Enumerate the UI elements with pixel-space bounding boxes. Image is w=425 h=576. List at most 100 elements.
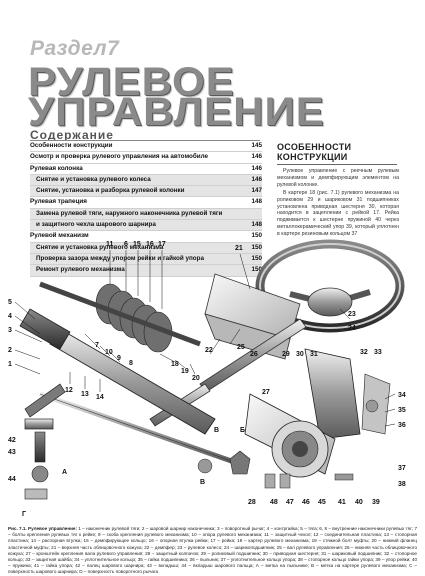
toc-item: и защитного чехла шарового шарнира 148: [30, 220, 262, 232]
callout-label: 43: [8, 449, 16, 456]
callout-label: 28: [248, 499, 256, 506]
callout-label: 15: [133, 241, 141, 248]
callout-label: Б: [240, 427, 245, 434]
callout-label: 42: [8, 437, 16, 444]
callout-label: 22: [205, 347, 213, 354]
toc-item: Осмотр и проверка рулевого управления на…: [30, 152, 262, 164]
toc-item-title: Снятие и установка рулевого колеса: [36, 175, 151, 183]
toc-item-title: Ремонт рулевого механизма: [36, 266, 125, 274]
callout-label: 8: [129, 360, 133, 367]
callout-label: 9: [117, 355, 121, 362]
callout-label: 1: [8, 361, 12, 368]
body-paragraph: В картере 18 (рис. 7.1) рулевого механиз…: [277, 189, 399, 238]
callout-label: В: [214, 427, 219, 434]
callout-label: 44: [8, 476, 16, 483]
callout-label: 18: [171, 361, 179, 368]
callout-label: 2: [8, 347, 12, 354]
toc-item-page: 150: [250, 265, 262, 276]
steering-system-illustration: 11 6 15 16 17 21 5 4 3 2 1 18 19 20 7 10…: [8, 239, 406, 518]
toc-item-title: Рулевая колонка: [30, 164, 83, 172]
contents-divider: [30, 140, 260, 141]
callout-label: А: [62, 469, 67, 476]
callout-label: 31: [310, 351, 318, 358]
callout-label: Г: [22, 511, 26, 518]
callout-label: 21: [235, 245, 243, 252]
small-parts: [197, 450, 354, 489]
toc-item: Снятие и установка рулевого колеса 146: [30, 174, 262, 187]
callout-label: 13: [81, 391, 89, 398]
column-shroud: [204, 273, 301, 360]
callout-label: 10: [105, 349, 113, 356]
toc-item-title: и защитного чехла шарового шарнира: [36, 221, 156, 229]
callout-label: 46: [302, 499, 310, 506]
section-heading-line2: КОНСТРУКЦИИ: [277, 152, 348, 162]
callout-label: 39: [372, 499, 380, 506]
toc-item: Снятие, установка и разборка рулевой кол…: [30, 186, 262, 198]
callout-label: 29: [282, 351, 290, 358]
toc-item-title: Рулевая трапеция: [30, 198, 87, 206]
toc-item: Снятие и установка рулевого механизма 150: [30, 242, 262, 254]
toc-item-title: Снятие, установка и разборка рулевой кол…: [36, 187, 185, 195]
callout-label: 32: [360, 349, 368, 356]
toc-item-title: Особенности конструкции: [30, 142, 113, 149]
steering-wheel: [255, 239, 405, 333]
callout-label: 3: [8, 327, 12, 334]
callout-label: 45: [318, 499, 326, 506]
callout-label: 30: [296, 351, 304, 358]
toc-item: Замена рулевой тяги, наружного наконечни…: [30, 208, 262, 221]
callout-label: 47: [286, 499, 294, 506]
callout-label: В: [200, 479, 205, 486]
callout-label: 38: [398, 481, 406, 488]
rack-housing: [19, 281, 216, 435]
section-label: Раздел7: [30, 37, 120, 60]
callout-label: 48: [270, 499, 278, 506]
toc-item-page: 148: [250, 197, 262, 208]
section-heading: ОСОБЕННОСТИ КОНСТРУКЦИИ: [277, 142, 351, 162]
pinion-housing: [244, 348, 391, 478]
toc-item: Рулевой механизм 150: [30, 231, 262, 243]
callout-label: 17: [158, 241, 166, 248]
section-heading-line1: ОСОБЕННОСТИ: [277, 142, 352, 152]
toc-item-page: 146: [250, 163, 262, 174]
chapter-title-line2: УПРАВЛЕНИЕ: [28, 90, 325, 134]
callout-label: 14: [96, 394, 104, 401]
toc-item-page: 150: [250, 242, 262, 253]
callout-label: 7: [95, 342, 99, 349]
toc-item-title: Замена рулевой тяги, наружного наконечни…: [36, 209, 223, 217]
toc-item-title: Осмотр и проверка рулевого управления на…: [30, 153, 209, 161]
callout-label: 34: [398, 392, 406, 399]
callout-label: 35: [398, 407, 406, 414]
toc-item: Рулевая трапеция 148: [30, 197, 262, 209]
caption-text: 1 – наконечник рулевой тяги; 2 – шаровой…: [8, 526, 418, 575]
toc-item-title: Рулевой механизм: [30, 232, 89, 240]
callout-label: 5: [8, 299, 12, 306]
callout-label: 20: [192, 375, 200, 382]
callout-labels: 11 6 15 16 17 21 5 4 3 2 1 18 19 20 7 10…: [8, 241, 406, 518]
contents-heading: Содержание: [30, 128, 114, 142]
callout-label: 19: [181, 368, 189, 375]
tie-rod-end: [24, 418, 54, 500]
toc-item-page: 150: [250, 231, 262, 242]
callout-label: 6: [124, 241, 128, 248]
callout-label: 23: [348, 311, 356, 318]
callout-label: 40: [355, 499, 363, 506]
section-body: Рулевое управление с реечным рулевым мех…: [277, 168, 399, 239]
chapter-title-line1: РУЛЕВОЕ: [28, 60, 235, 104]
toc-item-page: 148: [250, 220, 262, 231]
callout-label: 27: [262, 389, 270, 396]
body-paragraph: Рулевое управление с реечным рулевым мех…: [277, 168, 399, 188]
toc-item-title: Проверка зазора между упором рейки и гай…: [36, 254, 204, 262]
section-divider: [277, 164, 397, 165]
toc-item-page: 146: [250, 174, 262, 186]
toc-item: Проверка зазора между упором рейки и гай…: [30, 253, 262, 266]
callout-label: 25: [237, 344, 245, 351]
callout-label: 12: [65, 387, 73, 394]
callout-label: 26: [250, 351, 258, 358]
figure-caption: Рис. 7.1. Рулевое управление: 1 – наконе…: [8, 526, 417, 576]
callout-label: 4: [8, 313, 12, 320]
toc-item: Рулевая колонка 146: [30, 163, 262, 175]
toc-item-title: Снятие и установка рулевого механизма: [36, 243, 164, 251]
callout-label: 37: [398, 465, 406, 472]
